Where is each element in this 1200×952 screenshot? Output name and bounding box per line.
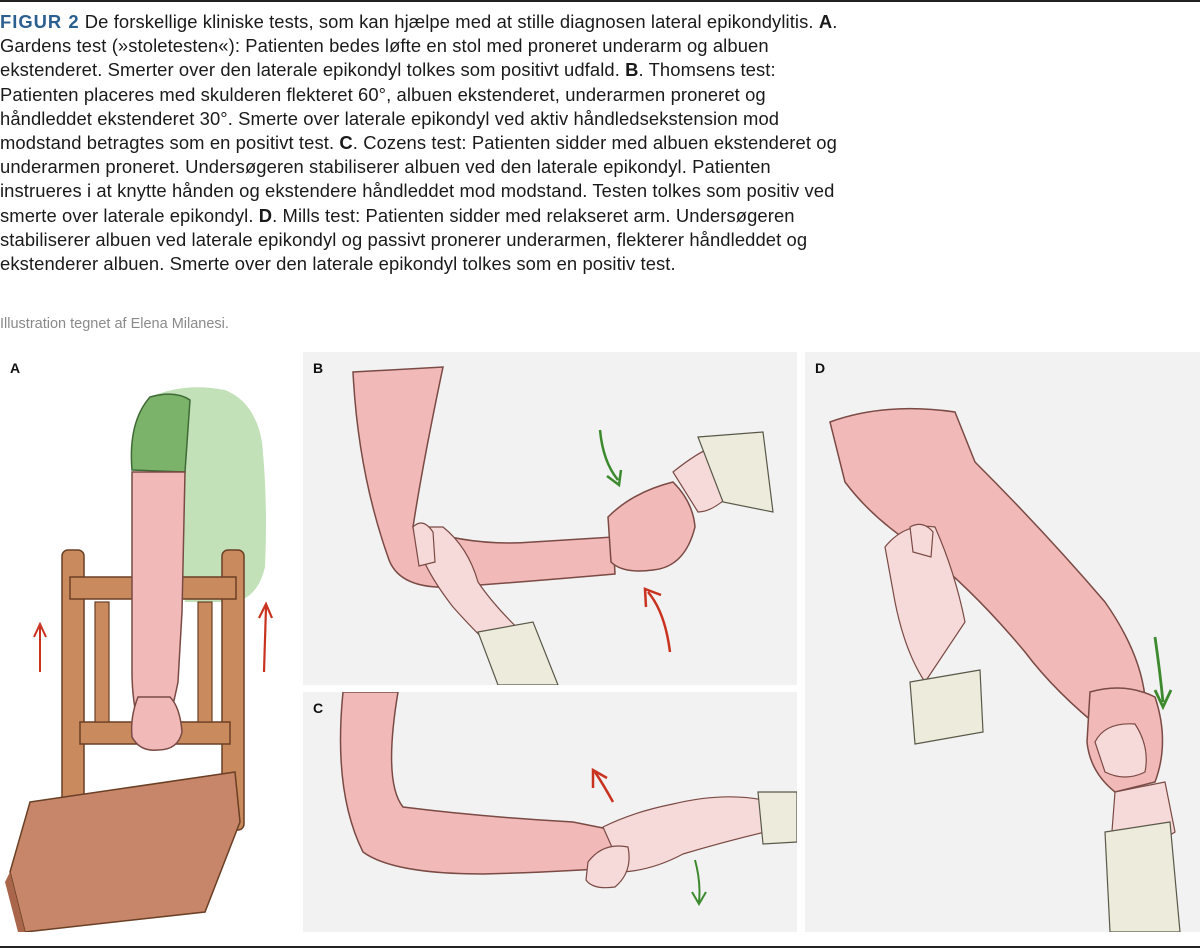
panel-a-illustration bbox=[5, 387, 274, 932]
caption-c-text: . Cozens test: Patienten sidder med albu… bbox=[0, 132, 837, 226]
panel-c-illustration bbox=[339, 692, 797, 906]
panel-d-label: D bbox=[815, 360, 826, 376]
caption-b-text: . Thomsens test: Patienten placeres med … bbox=[0, 59, 780, 154]
illustration-credit: Illustration tegnet af Elena Milanesi. bbox=[0, 316, 229, 332]
panel-c-label: C bbox=[313, 700, 324, 716]
top-rule bbox=[0, 0, 1200, 2]
caption-a-label: A bbox=[818, 11, 833, 32]
panel-b-label: B bbox=[313, 360, 324, 376]
caption-d-label: D bbox=[258, 204, 273, 226]
bottom-rule bbox=[0, 946, 1200, 948]
caption-b-label: B bbox=[625, 59, 639, 81]
panel-d: D bbox=[805, 352, 1200, 932]
panel-c: C bbox=[303, 692, 797, 932]
panel-b-illustration bbox=[352, 366, 774, 685]
figure-label: FIGUR 2 bbox=[0, 11, 80, 32]
caption-intro: De forskellige kliniske tests, som kan h… bbox=[79, 11, 819, 32]
panel-a-label: A bbox=[10, 360, 21, 376]
panel-a: A bbox=[0, 352, 294, 932]
caption-c-label: C bbox=[339, 132, 353, 154]
panel-d-illustration bbox=[829, 407, 1181, 932]
figure-caption: FIGUR 2 De forskellige kliniske tests, s… bbox=[0, 10, 840, 276]
caption-a-text: . Gardens test (»stoletesten«): Patiente… bbox=[0, 11, 838, 81]
panel-b: B bbox=[303, 352, 797, 685]
caption-d-text: . Mills test: Patienten sidder med relak… bbox=[0, 204, 808, 275]
